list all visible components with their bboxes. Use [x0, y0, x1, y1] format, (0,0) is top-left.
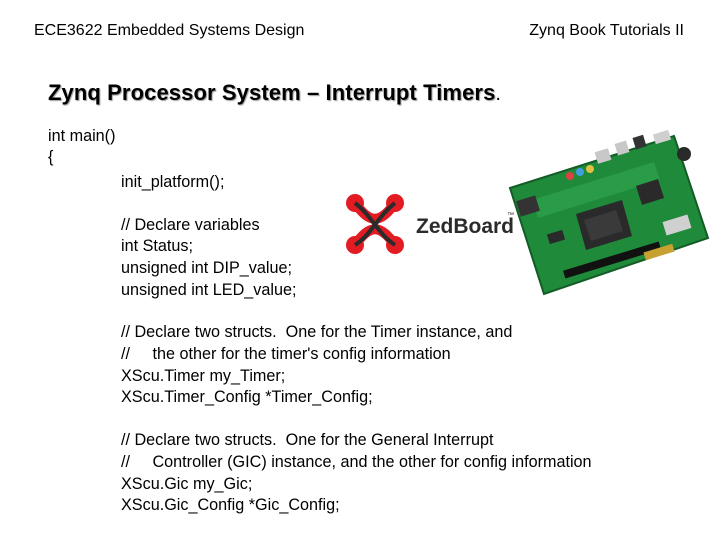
- code-line: // the other for the timer's config info…: [121, 345, 451, 363]
- code-line: int main(): [48, 127, 116, 145]
- code-line: // Controller (GIC) instance, and the ot…: [121, 453, 592, 471]
- code-line: XScu.Gic my_Gic;: [121, 475, 253, 493]
- code-line: unsigned int DIP_value;: [121, 259, 292, 277]
- code-line: // Declare two structs. One for the Time…: [121, 323, 513, 341]
- code-line: XScu.Gic_Config *Gic_Config;: [121, 496, 340, 514]
- code-line: {: [48, 148, 54, 166]
- zedboard-knot-icon: [346, 194, 404, 254]
- zedboard-logo: ZedBoard ™: [346, 194, 514, 254]
- code-line: // Declare variables: [121, 216, 260, 234]
- code-line: XScu.Timer my_Timer;: [121, 367, 286, 385]
- trademark-symbol: ™: [507, 212, 514, 219]
- code-line: int Status;: [121, 237, 193, 255]
- slide-title-text: Zynq Processor System – Interrupt Timers: [48, 80, 496, 105]
- code-line: // Declare two structs. One for the Gene…: [121, 431, 494, 449]
- slide-title-period: .: [495, 83, 502, 105]
- zedboard-wordmark: ZedBoard: [416, 215, 514, 238]
- zedboard-pcb-photo: [508, 129, 710, 296]
- code-line: XScu.Timer_Config *Timer_Config;: [121, 388, 373, 406]
- header-topic-title: Zynq Book Tutorials II: [529, 22, 684, 39]
- code-line: init_platform();: [121, 173, 225, 191]
- code-line: unsigned int LED_value;: [121, 281, 297, 299]
- slide-title: Zynq Processor System – Interrupt Timers…: [48, 80, 501, 106]
- header-course-title: ECE3622 Embedded Systems Design: [34, 22, 305, 39]
